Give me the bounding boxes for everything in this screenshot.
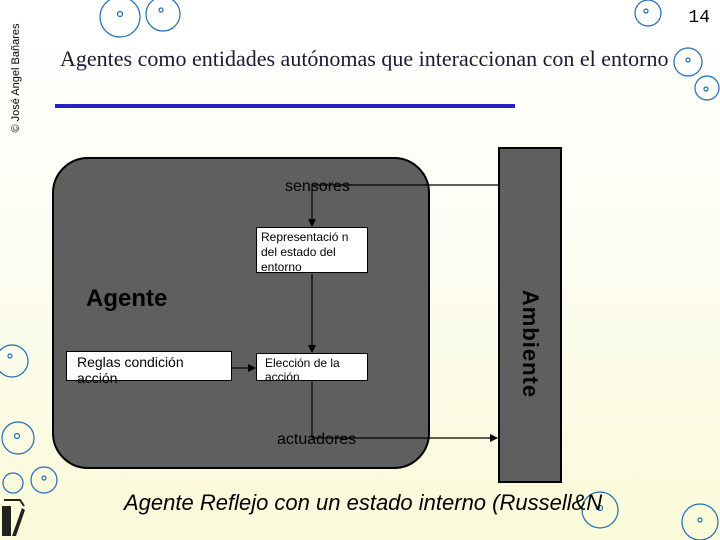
- state-representation-box: Representació n del estado del entorno: [256, 227, 368, 273]
- sensors-label: sensores: [285, 178, 350, 196]
- agent-container: [52, 157, 430, 469]
- action-choice-box: Elección de la acción: [256, 353, 368, 381]
- agent-label: Agente: [86, 285, 167, 313]
- slide-title: Agentes como entidades autónomas que int…: [60, 45, 680, 73]
- actuators-label: actuadores: [277, 431, 356, 449]
- condition-action-rules-text: Reglas condición acción: [71, 354, 227, 386]
- state-representation-text: Representació n del estado del entorno: [261, 230, 363, 275]
- logo-icon: [0, 496, 26, 540]
- page-number: 14: [688, 8, 710, 28]
- title-underline: [55, 104, 515, 108]
- action-choice-text: Elección de la acción: [261, 356, 363, 384]
- copyright-notice: © José Angel Bañares: [10, 23, 22, 132]
- environment-label: Ambiente: [517, 290, 543, 398]
- slide-caption: Agente Reflejo con un estado interno (Ru…: [124, 490, 602, 516]
- condition-action-rules-box: Reglas condición acción: [66, 351, 232, 381]
